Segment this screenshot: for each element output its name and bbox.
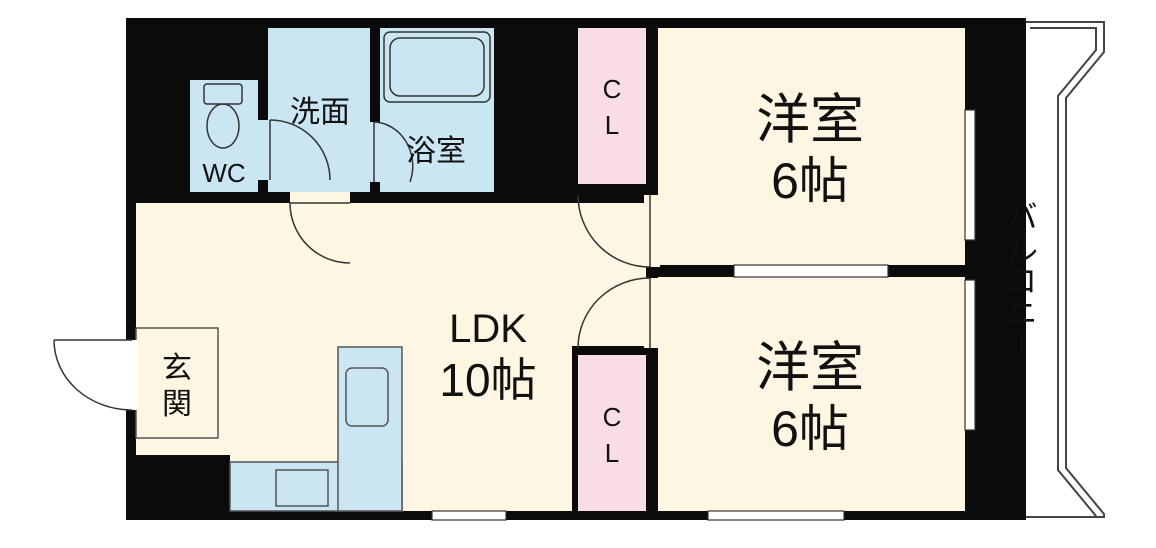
closet-upper-line2: L: [605, 110, 619, 140]
western-room-upper-name: 洋室: [756, 90, 864, 150]
entrance-name-top: 玄: [162, 352, 192, 385]
kitchen-counter-side: [337, 346, 403, 512]
western-room-lower-name: 洋室: [756, 338, 864, 398]
door-swings: [258, 119, 660, 349]
western-room-upper-size: 6帖: [771, 153, 849, 209]
western-room-lower-size: 6帖: [771, 401, 849, 457]
bathroom-floor: [380, 28, 494, 192]
entrance-door-gap: [126, 340, 138, 410]
toilet-floor: [190, 80, 258, 192]
bathtub-icon: [383, 31, 491, 103]
windows: [431, 109, 976, 521]
entrance-floor: [135, 327, 219, 439]
closet-lower-line1: C: [603, 402, 622, 432]
washroom-name: 洗面: [290, 96, 350, 129]
balcony-name: バルコニー: [1002, 200, 1038, 360]
western-room-lower-floor: [658, 277, 965, 511]
entrance-name-bottom: 関: [162, 388, 192, 421]
western-room-upper-floor: [658, 28, 965, 265]
toilet-name: WC: [202, 158, 245, 188]
balcony: [1026, 21, 1105, 518]
toilet-icon: [203, 83, 243, 149]
washroom-floor: [268, 28, 370, 192]
bathroom-name: 浴室: [406, 135, 466, 168]
closet-upper-line1: C: [603, 74, 622, 104]
closet-lower-floor: [578, 355, 646, 511]
ldk-size: 10帖: [439, 354, 536, 406]
closet-upper-floor: [578, 28, 646, 184]
stove: [275, 469, 329, 507]
ldk-name: LDK: [449, 307, 527, 351]
closet-lower-line2: L: [605, 438, 619, 468]
sink: [345, 367, 389, 427]
entrance-door-swing: [53, 339, 133, 411]
